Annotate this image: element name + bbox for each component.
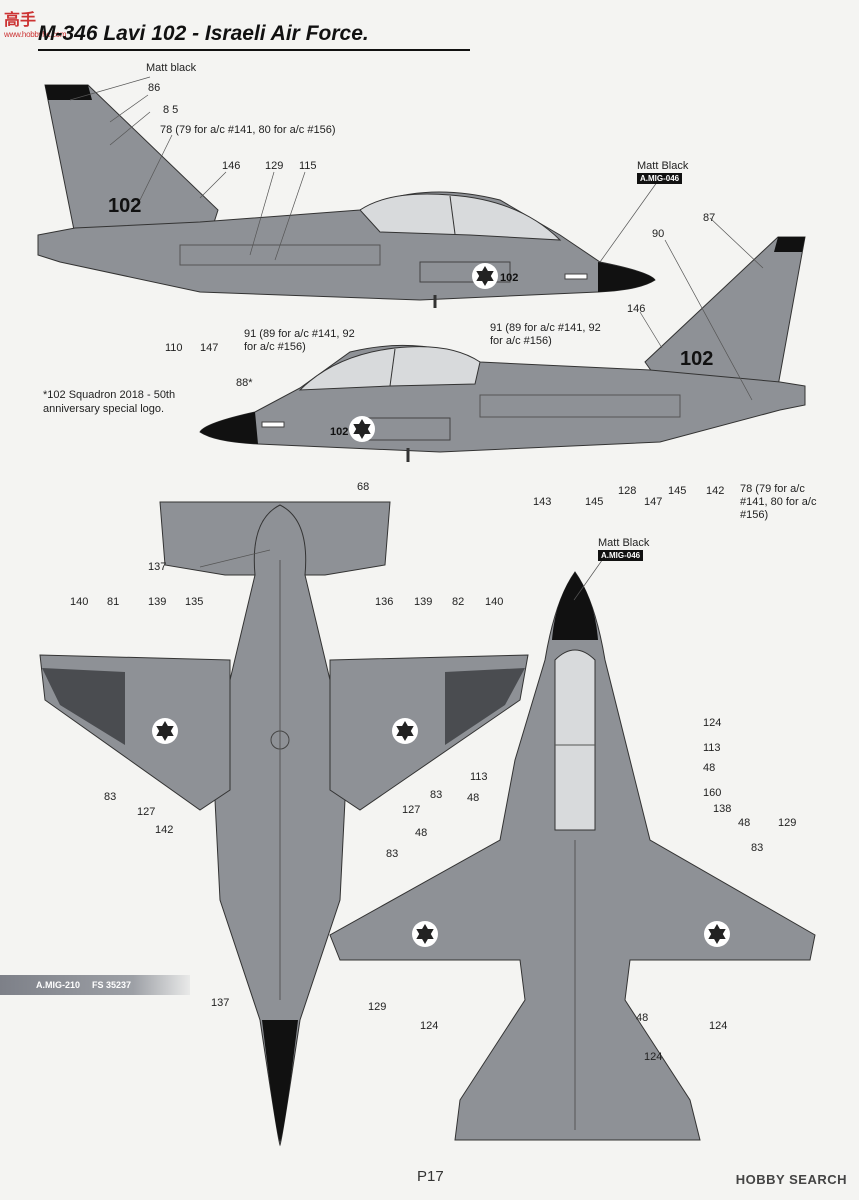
paint-code-top: A.MIG-046 (598, 550, 644, 561)
logo-text: 高手 (4, 12, 37, 29)
callout-78-right: 78 (79 for a/c #141, 80 for a/c #156) (740, 483, 817, 521)
callout-115: 115 (299, 160, 317, 172)
leader-lines (69, 76, 764, 601)
side-profile-left (37, 84, 656, 308)
callout-48-b: 48 (467, 792, 480, 804)
right-nose-code: 102 (330, 426, 348, 438)
callout-81: 81 (107, 596, 120, 608)
callout-88: 88* (236, 377, 253, 389)
callout-147-right: 147 (644, 496, 663, 508)
top-view (329, 571, 816, 1141)
side-profile-right (199, 236, 806, 462)
swatch-code: A.MIG-210 (36, 980, 81, 990)
callout-91-b: 91 (89 for a/c #141, 92 for a/c #156) (490, 322, 601, 347)
page-number: P17 (417, 1168, 444, 1185)
callout-143: 143 (533, 496, 552, 508)
callout-82: 82 (452, 596, 465, 608)
callout-68: 68 (357, 481, 370, 493)
callout-137-a: 137 (148, 561, 167, 573)
callout-127-a: 127 (137, 806, 156, 818)
callout-145-b: 145 (668, 485, 687, 497)
callout-138: 138 (713, 803, 732, 815)
underside-view (39, 501, 529, 1147)
callout-48-a: 48 (703, 762, 716, 774)
title-underline (38, 49, 470, 51)
site-logo: 高手 www.hobbyhc.com (4, 6, 76, 39)
callout-48-d: 48 (415, 827, 428, 839)
swatch-fs: FS 35237 (92, 980, 132, 990)
callout-142-right: 142 (706, 485, 725, 497)
callout-48-c: 48 (738, 817, 751, 829)
page-title: M-346 Lavi 102 - Israeli Air Force. (38, 22, 369, 45)
callout-136: 136 (375, 596, 394, 608)
callout-147-left: 147 (200, 342, 219, 354)
callout-right-matt-black: Matt Black (637, 160, 689, 172)
callout-110: 110 (165, 342, 183, 354)
callout-113-b: 113 (470, 771, 488, 783)
callout-113-a: 113 (703, 742, 721, 754)
callout-124-a: 124 (703, 717, 722, 729)
callout-83-top-b: 83 (751, 842, 764, 854)
callout-86: 86 (148, 82, 161, 94)
watermark: HOBBY SEARCH (735, 1172, 847, 1187)
callout-127-b: 127 (402, 804, 421, 816)
callout-91-a: 91 (89 for a/c #141, 92 for a/c #156) (244, 328, 355, 353)
callout-129-a: 129 (778, 817, 797, 829)
callout-78-left: 78 (79 for a/c #141, 80 for a/c #156) (160, 124, 336, 136)
callout-83-top-a: 83 (386, 848, 399, 860)
callout-48-e: 48 (636, 1012, 649, 1024)
callout-129-left: 129 (265, 160, 284, 172)
paint-code-right: A.MIG-046 (637, 173, 683, 184)
callout-135: 135 (185, 596, 204, 608)
callout-top-matt-black: Matt Black (598, 537, 650, 549)
callout-124-c: 124 (709, 1020, 728, 1032)
callout-145-a: 145 (585, 496, 604, 508)
callout-83-a: 83 (104, 791, 117, 803)
right-tail-code: 102 (680, 348, 713, 370)
left-nose-code: 102 (500, 272, 518, 284)
callout-137-b: 137 (211, 997, 230, 1009)
callout-85: 8 5 (163, 104, 179, 116)
callout-140-a: 140 (70, 596, 89, 608)
callout-129-b: 129 (368, 1001, 387, 1013)
callout-142-under: 142 (155, 824, 174, 836)
paint-swatch: A.MIG-210 FS 35237 (0, 975, 190, 995)
callout-124-d: 124 (644, 1051, 663, 1063)
callout-128: 128 (618, 485, 637, 497)
callout-124-b: 124 (420, 1020, 439, 1032)
callout-90: 90 (652, 228, 665, 240)
anniversary-note: *102 Squadron 2018 - 50th anniversary sp… (43, 389, 176, 415)
left-tail-code: 102 (108, 195, 141, 217)
callout-146-right: 146 (627, 303, 646, 315)
logo-url: www.hobbyhc.com (4, 30, 67, 39)
callout-160: 160 (703, 787, 722, 799)
callout-left-matt-black: Matt black (146, 62, 197, 74)
callout-139-a: 139 (148, 596, 167, 608)
callout-140-b: 140 (485, 596, 504, 608)
callout-83-b: 83 (430, 789, 443, 801)
callout-139-b: 139 (414, 596, 433, 608)
callout-87: 87 (703, 212, 716, 224)
callout-146-left: 146 (222, 160, 241, 172)
